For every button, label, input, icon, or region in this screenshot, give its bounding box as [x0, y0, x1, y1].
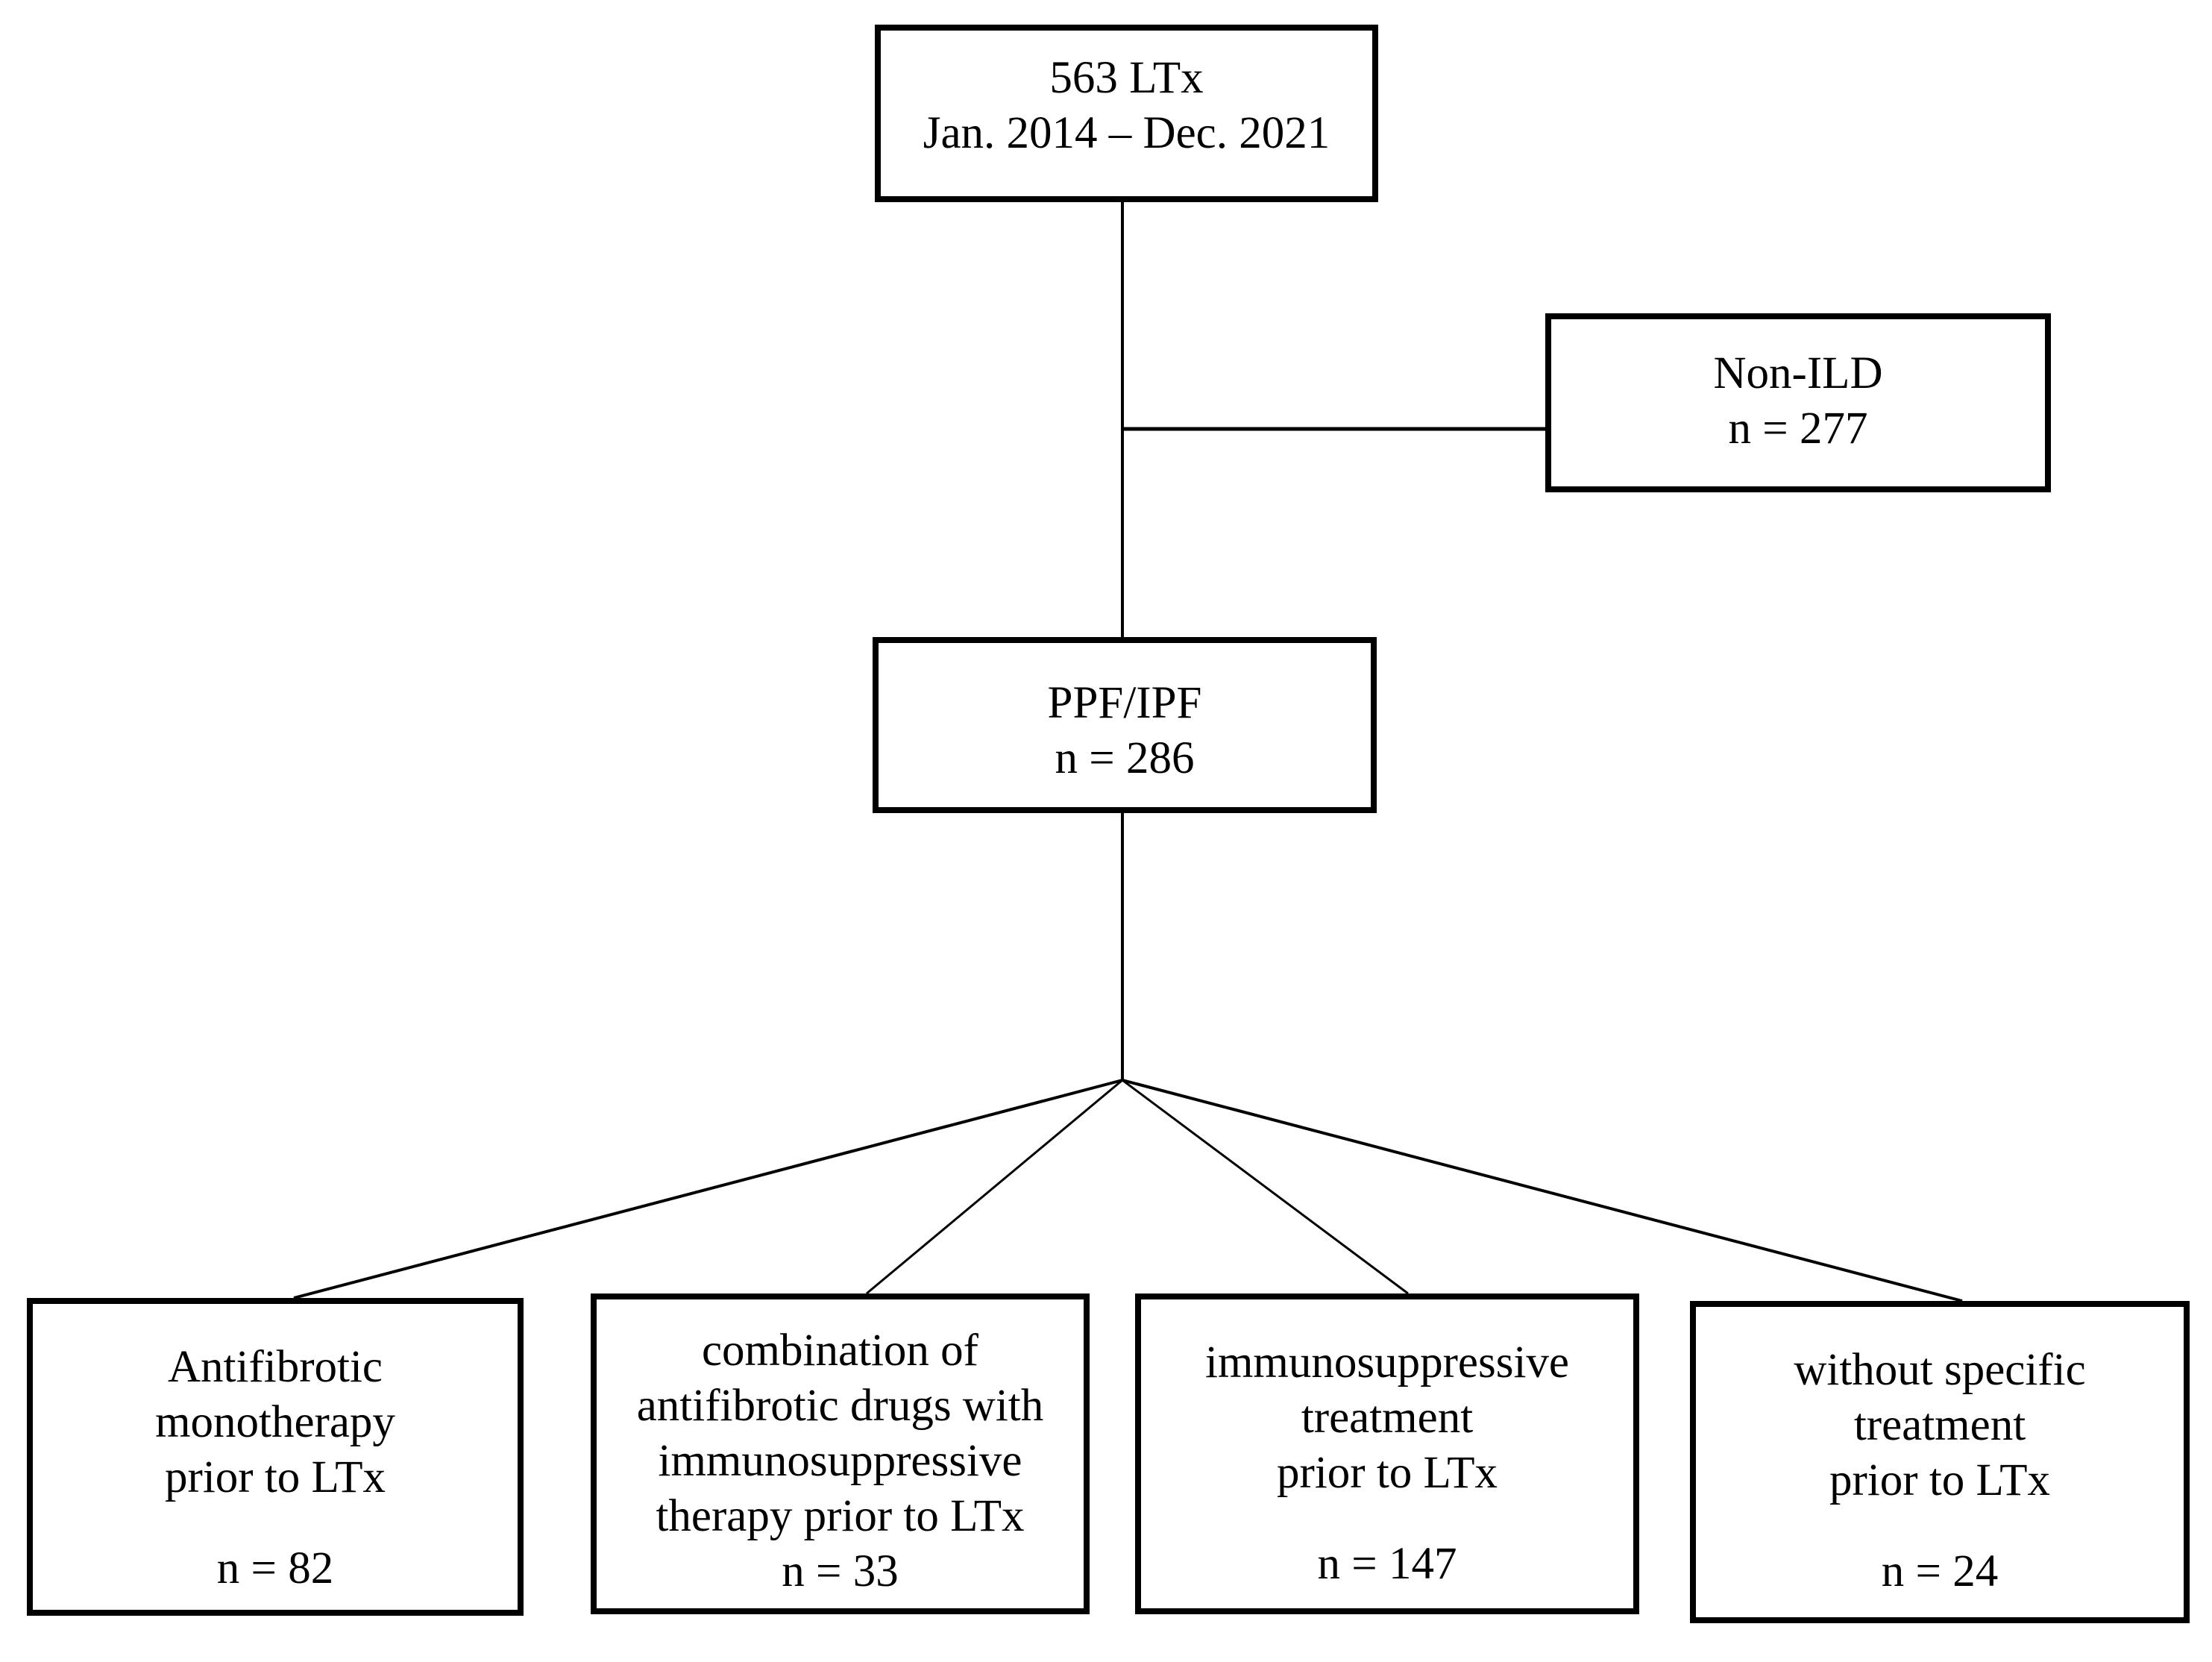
- node-combination-count: n = 33: [782, 1546, 899, 1596]
- node-combination-therapy: combination of antifibrotic drugs with i…: [591, 1293, 1090, 1614]
- node-ppf-ipf: PPF/IPF n = 286: [873, 637, 1377, 813]
- node-root-title: 563 LTx: [1049, 53, 1204, 103]
- node-immunosuppressive-line: treatment: [1301, 1393, 1474, 1443]
- node-combination-line: combination of: [701, 1326, 978, 1376]
- node-immunosuppressive-line: prior to LTx: [1277, 1448, 1498, 1498]
- edge-fan-to-immunosuppressive: [1122, 1079, 1409, 1295]
- spacer: [1696, 1508, 2184, 1544]
- node-ppf-ipf-title: PPF/IPF: [1047, 678, 1202, 728]
- spacer: [33, 1505, 518, 1541]
- node-antifibrotic-line: monotherapy: [155, 1397, 395, 1447]
- node-without-treatment-line: prior to LTx: [1829, 1455, 2050, 1505]
- node-root-period: Jan. 2014 – Dec. 2021: [923, 108, 1330, 158]
- node-without-treatment-count: n = 24: [1881, 1546, 1999, 1596]
- node-non-ild: Non-ILD n = 277: [1545, 313, 2051, 492]
- node-root-cohort: 563 LTx Jan. 2014 – Dec. 2021: [875, 25, 1378, 202]
- edge-fan-to-without-treatment: [1122, 1079, 1963, 1302]
- node-antifibrotic-line: Antifibrotic: [168, 1342, 383, 1392]
- node-without-specific-treatment: without specific treatment prior to LTx …: [1690, 1301, 2190, 1623]
- spacer: [1141, 1501, 1633, 1537]
- node-non-ild-title: Non-ILD: [1713, 348, 1883, 398]
- edge-fan-to-antifibrotic: [293, 1079, 1123, 1299]
- node-ppf-ipf-count: n = 286: [1055, 733, 1195, 783]
- node-antifibrotic-monotherapy: Antifibrotic monotherapy prior to LTx n …: [27, 1298, 524, 1616]
- node-immunosuppressive-count: n = 147: [1317, 1539, 1457, 1589]
- edge-fan-to-combination: [866, 1079, 1123, 1295]
- node-immunosuppressive-treatment: immunosuppressive treatment prior to LTx…: [1135, 1293, 1639, 1614]
- node-combination-line: antifibrotic drugs with: [636, 1381, 1044, 1431]
- node-immunosuppressive-line: immunosuppressive: [1205, 1338, 1569, 1387]
- node-without-treatment-line: without specific: [1794, 1345, 2086, 1395]
- node-antifibrotic-line: prior to LTx: [165, 1452, 386, 1502]
- node-antifibrotic-count: n = 82: [216, 1543, 334, 1593]
- node-without-treatment-line: treatment: [1853, 1400, 2026, 1450]
- node-combination-line: immunosuppressive: [658, 1436, 1022, 1486]
- node-combination-line: therapy prior to LTx: [656, 1491, 1025, 1541]
- node-non-ild-count: n = 277: [1728, 404, 1868, 454]
